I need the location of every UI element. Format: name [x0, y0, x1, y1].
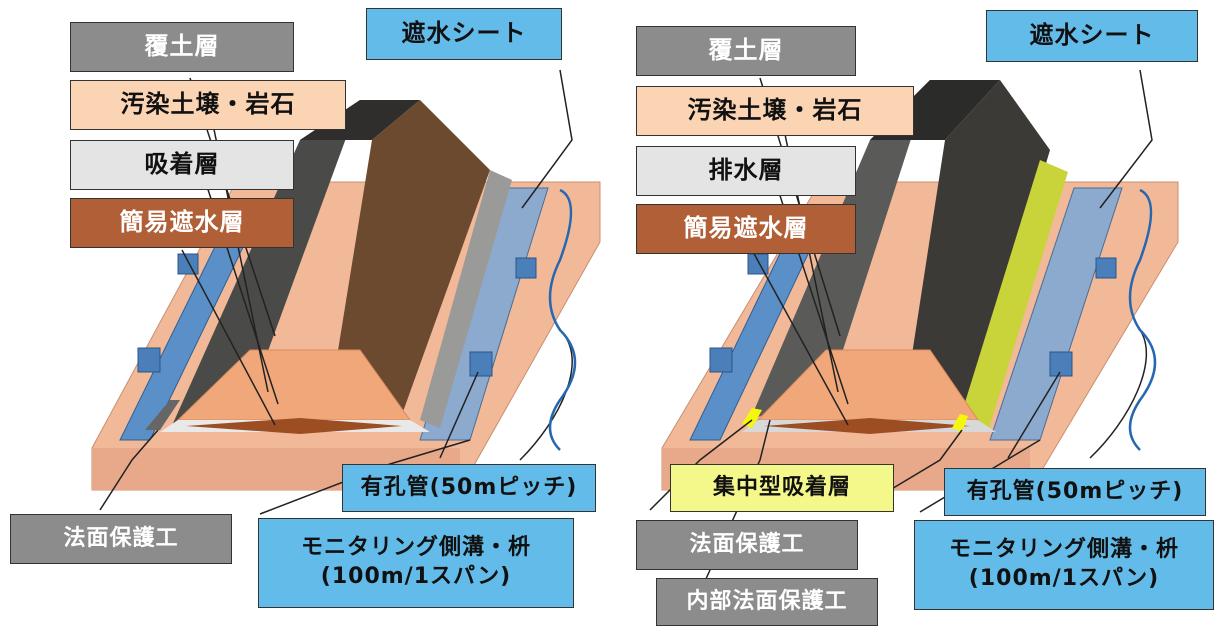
right-catch-basin-2 — [747, 253, 769, 275]
right-label-simple-barrier: 簡易遮水層 — [636, 204, 856, 254]
left-catch-basin-4 — [515, 257, 537, 279]
right-label-perforated-pipe: 有孔管(50mピッチ) — [944, 468, 1206, 516]
left-embankment-slope-left — [170, 100, 360, 430]
left-line-barrier — [181, 249, 276, 426]
right-side-drain-right — [989, 187, 1123, 441]
left-catch-basin-3 — [469, 351, 493, 377]
right-catch-basin-3 — [1049, 351, 1073, 377]
right-blue-bracket — [1128, 188, 1157, 451]
left-line-sheet — [521, 69, 573, 209]
right-line-brace — [1089, 329, 1148, 459]
left-label-simple-barrier: 簡易遮水層 — [70, 198, 294, 248]
left-barrier-layer — [186, 418, 402, 434]
right-label-contaminated: 汚染土壌・岩石 — [636, 86, 914, 136]
right-label-slope-protection: 法面保護工 — [636, 520, 858, 570]
left-embankment-top — [300, 100, 420, 140]
right-line-sheet — [1099, 69, 1153, 209]
right-yellow-drain-layer — [958, 160, 1068, 432]
left-label-waterproof-sheet: 遮水シート — [366, 8, 562, 60]
left-label-slope-protection: 法面保護工 — [10, 514, 232, 564]
left-label-monitoring: モニタリング側溝・枡 (100m/1スパン) — [258, 518, 574, 608]
right-line-pipe — [1007, 371, 1061, 459]
right-catch-basin-4 — [1095, 257, 1117, 279]
right-label-monitoring: モニタリング側溝・枡 (100m/1スパン) — [914, 520, 1214, 610]
left-diagram — [91, 69, 601, 515]
right-line-slope — [649, 419, 753, 511]
right-label-drainage-layer: 排水層 — [636, 146, 856, 196]
left-blue-bracket — [548, 188, 577, 451]
left-embankment-steps — [420, 170, 512, 428]
right-embankment-slope-right — [905, 80, 1050, 420]
left-catch-basin-1 — [137, 347, 161, 373]
left-line-slope — [99, 429, 159, 511]
right-adsorption-spot-right — [952, 414, 968, 432]
left-label-contaminated: 汚染土壌・岩石 — [70, 80, 346, 130]
right-barrier-layer — [764, 418, 970, 434]
right-label-waterproof-sheet: 遮水シート — [986, 10, 1198, 62]
left-embankment-slope-right — [330, 100, 490, 420]
left-label-adsorption-layer: 吸着層 — [70, 140, 294, 190]
left-stair-protection — [145, 400, 180, 430]
left-line-pipe — [439, 371, 479, 459]
left-label-cover-layer: 覆土層 — [70, 22, 294, 72]
right-line-concentrated — [889, 429, 963, 491]
right-label-cover-layer: 覆土層 — [636, 26, 856, 76]
right-catch-basin-1 — [709, 347, 733, 373]
left-label-perforated-pipe: 有孔管(50mピッチ) — [342, 464, 596, 512]
right-label-concentrated-adsorption: 集中型吸着層 — [670, 464, 894, 512]
right-label-inner-slope-protection: 内部法面保護工 — [656, 578, 878, 626]
left-catch-basin-2 — [177, 253, 199, 275]
right-line-barrier — [751, 249, 849, 426]
